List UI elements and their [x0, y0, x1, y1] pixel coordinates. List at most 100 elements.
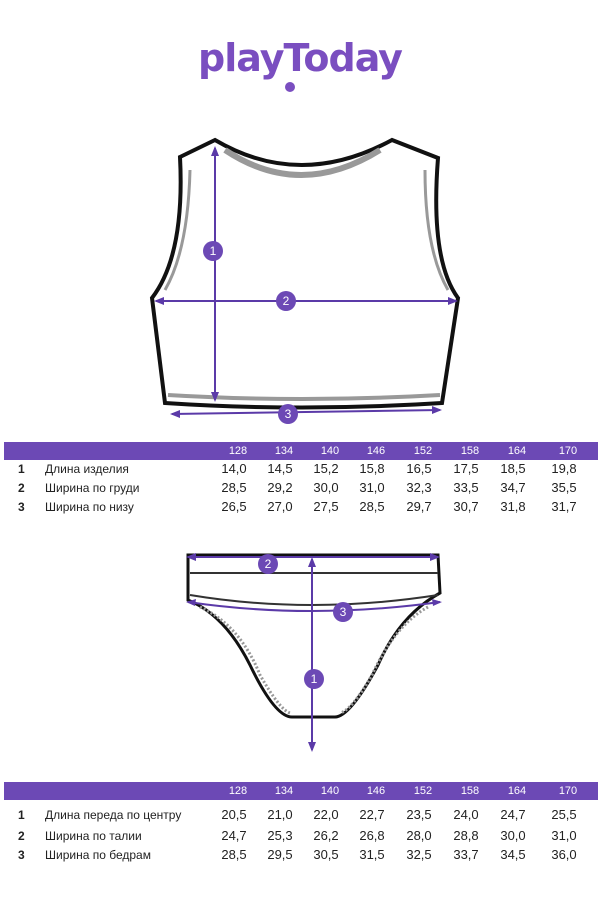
value-cell: 15,8 — [359, 461, 385, 476]
table-row: 1 Длина изделия 14,0 14,5 15,2 15,8 16,5… — [0, 460, 600, 478]
crop-top-drawing: 1 2 3 — [149, 137, 461, 424]
value-cell: 29,2 — [267, 480, 293, 495]
marker-2-circle — [258, 554, 278, 574]
marker-1-label: 1 — [210, 244, 217, 258]
marker-3-label: 3 — [285, 407, 292, 421]
brand-logo: playToday — [198, 36, 403, 80]
size-header-cell: 128 — [228, 445, 248, 457]
crop-top-neckband — [223, 147, 382, 178]
value-cell: 19,8 — [551, 461, 577, 476]
size-header-cell: 146 — [366, 445, 386, 457]
value-cell: 32,3 — [406, 480, 432, 495]
value-cell: 31,7 — [551, 499, 577, 514]
marker-2-label: 2 — [265, 557, 272, 571]
value-cell: 28,5 — [221, 480, 247, 495]
value-cell: 24,7 — [221, 828, 247, 843]
value-cell: 25,3 — [267, 828, 293, 843]
value-cell: 25,5 — [551, 807, 577, 822]
marker-3-circle — [333, 602, 353, 622]
size-header-cell: 134 — [274, 445, 294, 457]
table-row: 2 Ширина по груди 28,5 29,2 30,0 31,0 32… — [0, 479, 600, 497]
value-cell: 29,5 — [267, 847, 293, 862]
value-cell: 24,0 — [453, 807, 479, 822]
value-cell: 30,5 — [313, 847, 339, 862]
value-cell: 29,7 — [406, 499, 432, 514]
value-cell: 16,5 — [406, 461, 432, 476]
size-header-cell: 170 — [558, 445, 578, 457]
value-cell: 28,0 — [406, 828, 432, 843]
marker-3-circle — [278, 404, 298, 424]
value-cell: 31,0 — [359, 480, 385, 495]
row-label: Ширина по талии — [45, 829, 142, 843]
value-cell: 31,5 — [359, 847, 385, 862]
value-cell: 35,5 — [551, 480, 577, 495]
marker-3-label: 3 — [340, 605, 347, 619]
size-header-cell: 146 — [366, 785, 386, 797]
row-label: Ширина по бедрам — [45, 848, 151, 862]
value-cell: 26,2 — [313, 828, 339, 843]
row-number: 1 — [18, 462, 25, 476]
value-cell: 28,5 — [359, 499, 385, 514]
row-number: 2 — [18, 481, 25, 495]
row-label: Длина переда по центру — [45, 808, 182, 822]
value-cell: 27,0 — [267, 499, 293, 514]
marker-1-label: 1 — [311, 672, 318, 686]
value-cell: 22,7 — [359, 807, 385, 822]
row-label: Длина изделия — [45, 462, 129, 476]
size-header-cell: 158 — [460, 445, 480, 457]
size-header-cell: 170 — [558, 785, 578, 797]
value-cell: 30,7 — [453, 499, 479, 514]
size-header-cell: 164 — [507, 445, 527, 457]
size-header-cell: 158 — [460, 785, 480, 797]
value-cell: 30,0 — [500, 828, 526, 843]
size-header-cell: 152 — [413, 445, 433, 457]
measure-line-hem — [171, 409, 441, 415]
size-header-cell: 140 — [320, 445, 340, 457]
value-cell: 32,5 — [406, 847, 432, 862]
marker-2-circle — [276, 291, 296, 311]
value-cell: 15,2 — [313, 461, 339, 476]
value-cell: 33,5 — [453, 480, 479, 495]
value-cell: 20,5 — [221, 807, 247, 822]
marker-1-circle — [304, 669, 324, 689]
row-label: Ширина по низу — [45, 500, 134, 514]
value-cell: 22,0 — [313, 807, 339, 822]
value-cell: 30,0 — [313, 480, 339, 495]
value-cell: 28,5 — [221, 847, 247, 862]
value-cell: 36,0 — [551, 847, 577, 862]
row-number: 2 — [18, 829, 25, 843]
row-number: 3 — [18, 500, 25, 514]
marker-2-label: 2 — [283, 294, 290, 308]
value-cell: 14,5 — [267, 461, 293, 476]
table-row: 3 Ширина по низу 26,5 27,0 27,5 28,5 29,… — [0, 498, 600, 516]
value-cell: 23,5 — [406, 807, 432, 822]
table-row: 2 Ширина по талии 24,7 25,3 26,2 26,8 28… — [0, 827, 600, 845]
size-header-bar: 128 134 140 146 152 158 164 170 — [4, 782, 598, 800]
row-number: 3 — [18, 848, 25, 862]
size-header-cell: 152 — [413, 785, 433, 797]
value-cell: 18,5 — [500, 461, 526, 476]
value-cell: 34,5 — [500, 847, 526, 862]
value-cell: 31,8 — [500, 499, 526, 514]
value-cell: 17,5 — [453, 461, 479, 476]
row-number: 1 — [18, 808, 25, 822]
value-cell: 21,0 — [267, 807, 293, 822]
briefs-outline — [186, 553, 442, 719]
marker-1-circle — [203, 241, 223, 261]
table-row: 1 Длина переда по центру 20,5 21,0 22,0 … — [0, 806, 600, 824]
value-cell: 24,7 — [500, 807, 526, 822]
briefs-drawing: 2 3 1 — [186, 553, 442, 752]
row-label: Ширина по груди — [45, 481, 140, 495]
value-cell: 33,7 — [453, 847, 479, 862]
crop-top-armhole-band — [163, 169, 450, 291]
briefs-leg-band — [199, 605, 429, 715]
size-header-cell: 134 — [274, 785, 294, 797]
crop-top-outline — [149, 137, 461, 410]
value-cell: 34,7 — [500, 480, 526, 495]
logo-dot — [285, 82, 295, 92]
size-header-cell: 128 — [228, 785, 248, 797]
value-cell: 27,5 — [313, 499, 339, 514]
crop-top-hem — [167, 393, 441, 401]
table-row: 3 Ширина по бедрам 28,5 29,5 30,5 31,5 3… — [0, 846, 600, 864]
value-cell: 28,8 — [453, 828, 479, 843]
